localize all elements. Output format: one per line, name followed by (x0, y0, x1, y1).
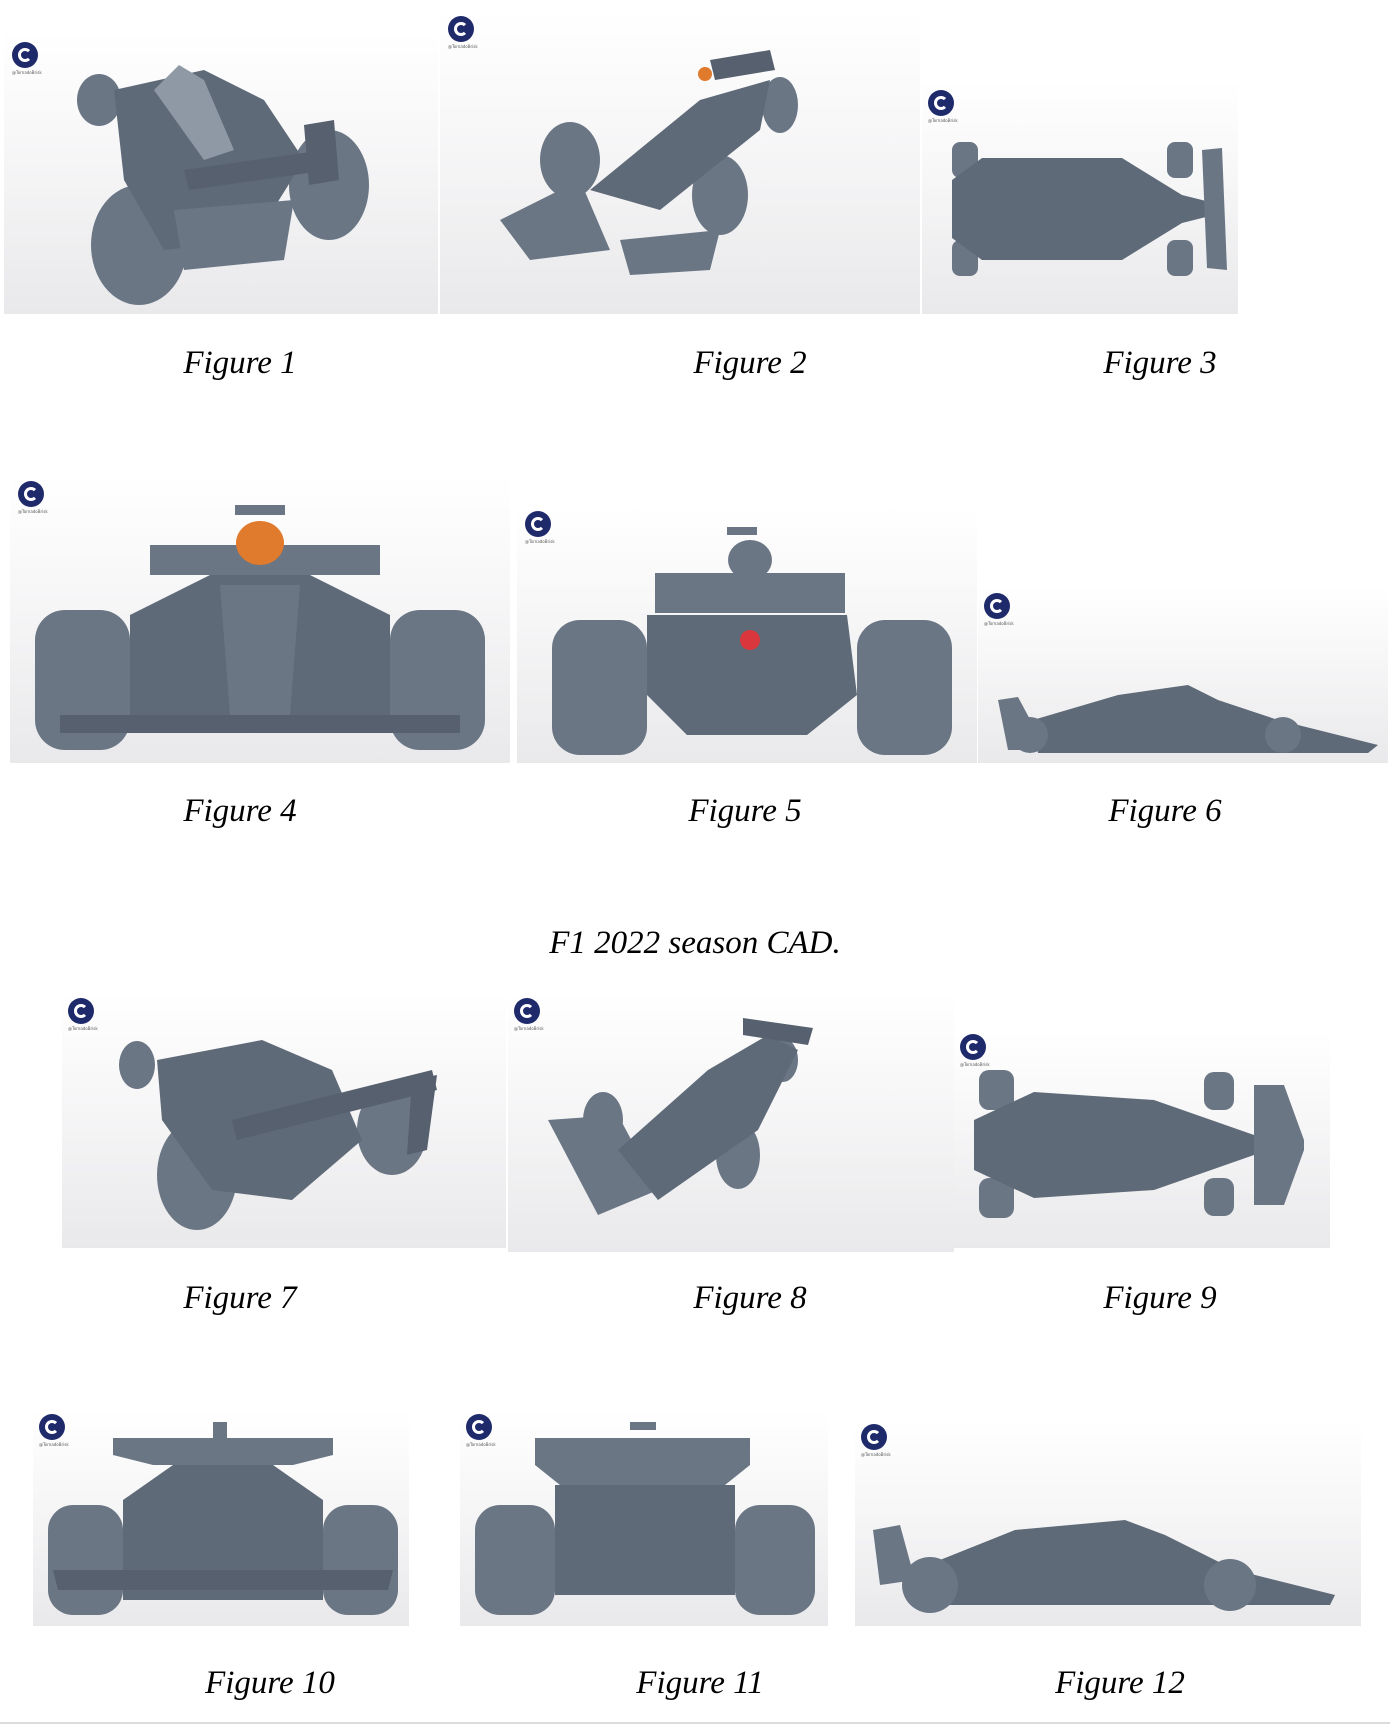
caption-figure-7: Figure 7 (183, 1280, 297, 1316)
logo: @TornadoBrisk (18, 481, 52, 521)
swirl-logo-icon (39, 1414, 65, 1440)
figure-5-image: @TornadoBrisk (517, 505, 977, 763)
swirl-logo-icon (928, 90, 954, 116)
swirl-logo-icon (448, 16, 474, 42)
caption-figure-10: Figure 10 (205, 1665, 335, 1701)
car-rear-view-icon (552, 527, 952, 755)
car-top-view-icon (952, 142, 1227, 276)
figure-6-image: @TornadoBrisk (978, 585, 1388, 763)
caption-figure-4: Figure 4 (183, 793, 297, 829)
caption-figure-11: Figure 11 (636, 1665, 764, 1701)
car-front-three-quarter-icon (500, 50, 798, 275)
caption-figure-8: Figure 8 (693, 1280, 807, 1316)
caption-figure-3: Figure 3 (1103, 345, 1217, 381)
swirl-logo-icon (12, 42, 38, 68)
figure-10-image: @TornadoBrisk (33, 1410, 409, 1626)
car-rear-three-quarter-icon (119, 1040, 437, 1230)
car-top-view-icon (974, 1070, 1304, 1218)
figure-7-image: @TornadoBrisk (62, 990, 506, 1248)
swirl-logo-icon (18, 481, 44, 507)
logo: @TornadoBrisk (928, 90, 962, 130)
section-caption: F1 2022 season CAD. (549, 925, 841, 961)
caption-figure-5: Figure 5 (688, 793, 802, 829)
figure-9-image: @TornadoBrisk (954, 1030, 1330, 1248)
car-side-view-icon (873, 1520, 1335, 1613)
logo: @TornadoBrisk (960, 1034, 994, 1074)
figure-4-image: @TornadoBrisk (10, 475, 510, 763)
logo: @TornadoBrisk (861, 1424, 895, 1464)
figure-12-image: @TornadoBrisk (855, 1420, 1361, 1626)
logo: @TornadoBrisk (525, 511, 559, 551)
car-front-view-icon (48, 1422, 398, 1615)
logo: @TornadoBrisk (466, 1414, 500, 1454)
car-rear-view-icon (475, 1422, 815, 1615)
swirl-logo-icon (466, 1414, 492, 1440)
logo: @TornadoBrisk (68, 998, 102, 1038)
swirl-logo-icon (525, 511, 551, 537)
caption-figure-1: Figure 1 (183, 345, 297, 381)
figure-3-image: @TornadoBrisk (922, 80, 1238, 314)
logo: @TornadoBrisk (448, 16, 482, 56)
swirl-logo-icon (984, 593, 1010, 619)
car-front-view-icon (35, 505, 485, 750)
swirl-logo-icon (960, 1034, 986, 1060)
logo: @TornadoBrisk (12, 42, 46, 82)
figure-11-image: @TornadoBrisk (460, 1410, 828, 1626)
swirl-logo-icon (861, 1424, 887, 1450)
swirl-logo-icon (514, 998, 540, 1024)
swirl-logo-icon (68, 998, 94, 1024)
logo: @TornadoBrisk (39, 1414, 73, 1454)
caption-figure-6: Figure 6 (1108, 793, 1222, 829)
figure-1-image: @TornadoBrisk (4, 30, 438, 314)
car-front-three-quarter-icon (548, 1018, 813, 1215)
car-rear-three-quarter-icon (77, 65, 369, 305)
logo: @TornadoBrisk (984, 593, 1018, 633)
figure-8-image: @TornadoBrisk (508, 990, 954, 1252)
caption-figure-2: Figure 2 (693, 345, 807, 381)
caption-figure-9: Figure 9 (1103, 1280, 1217, 1316)
car-side-view-icon (998, 685, 1378, 753)
divider (0, 1722, 1390, 1724)
caption-figure-12: Figure 12 (1055, 1665, 1185, 1701)
figure-2-image: @TornadoBrisk (440, 10, 920, 314)
logo: @TornadoBrisk (514, 998, 548, 1038)
